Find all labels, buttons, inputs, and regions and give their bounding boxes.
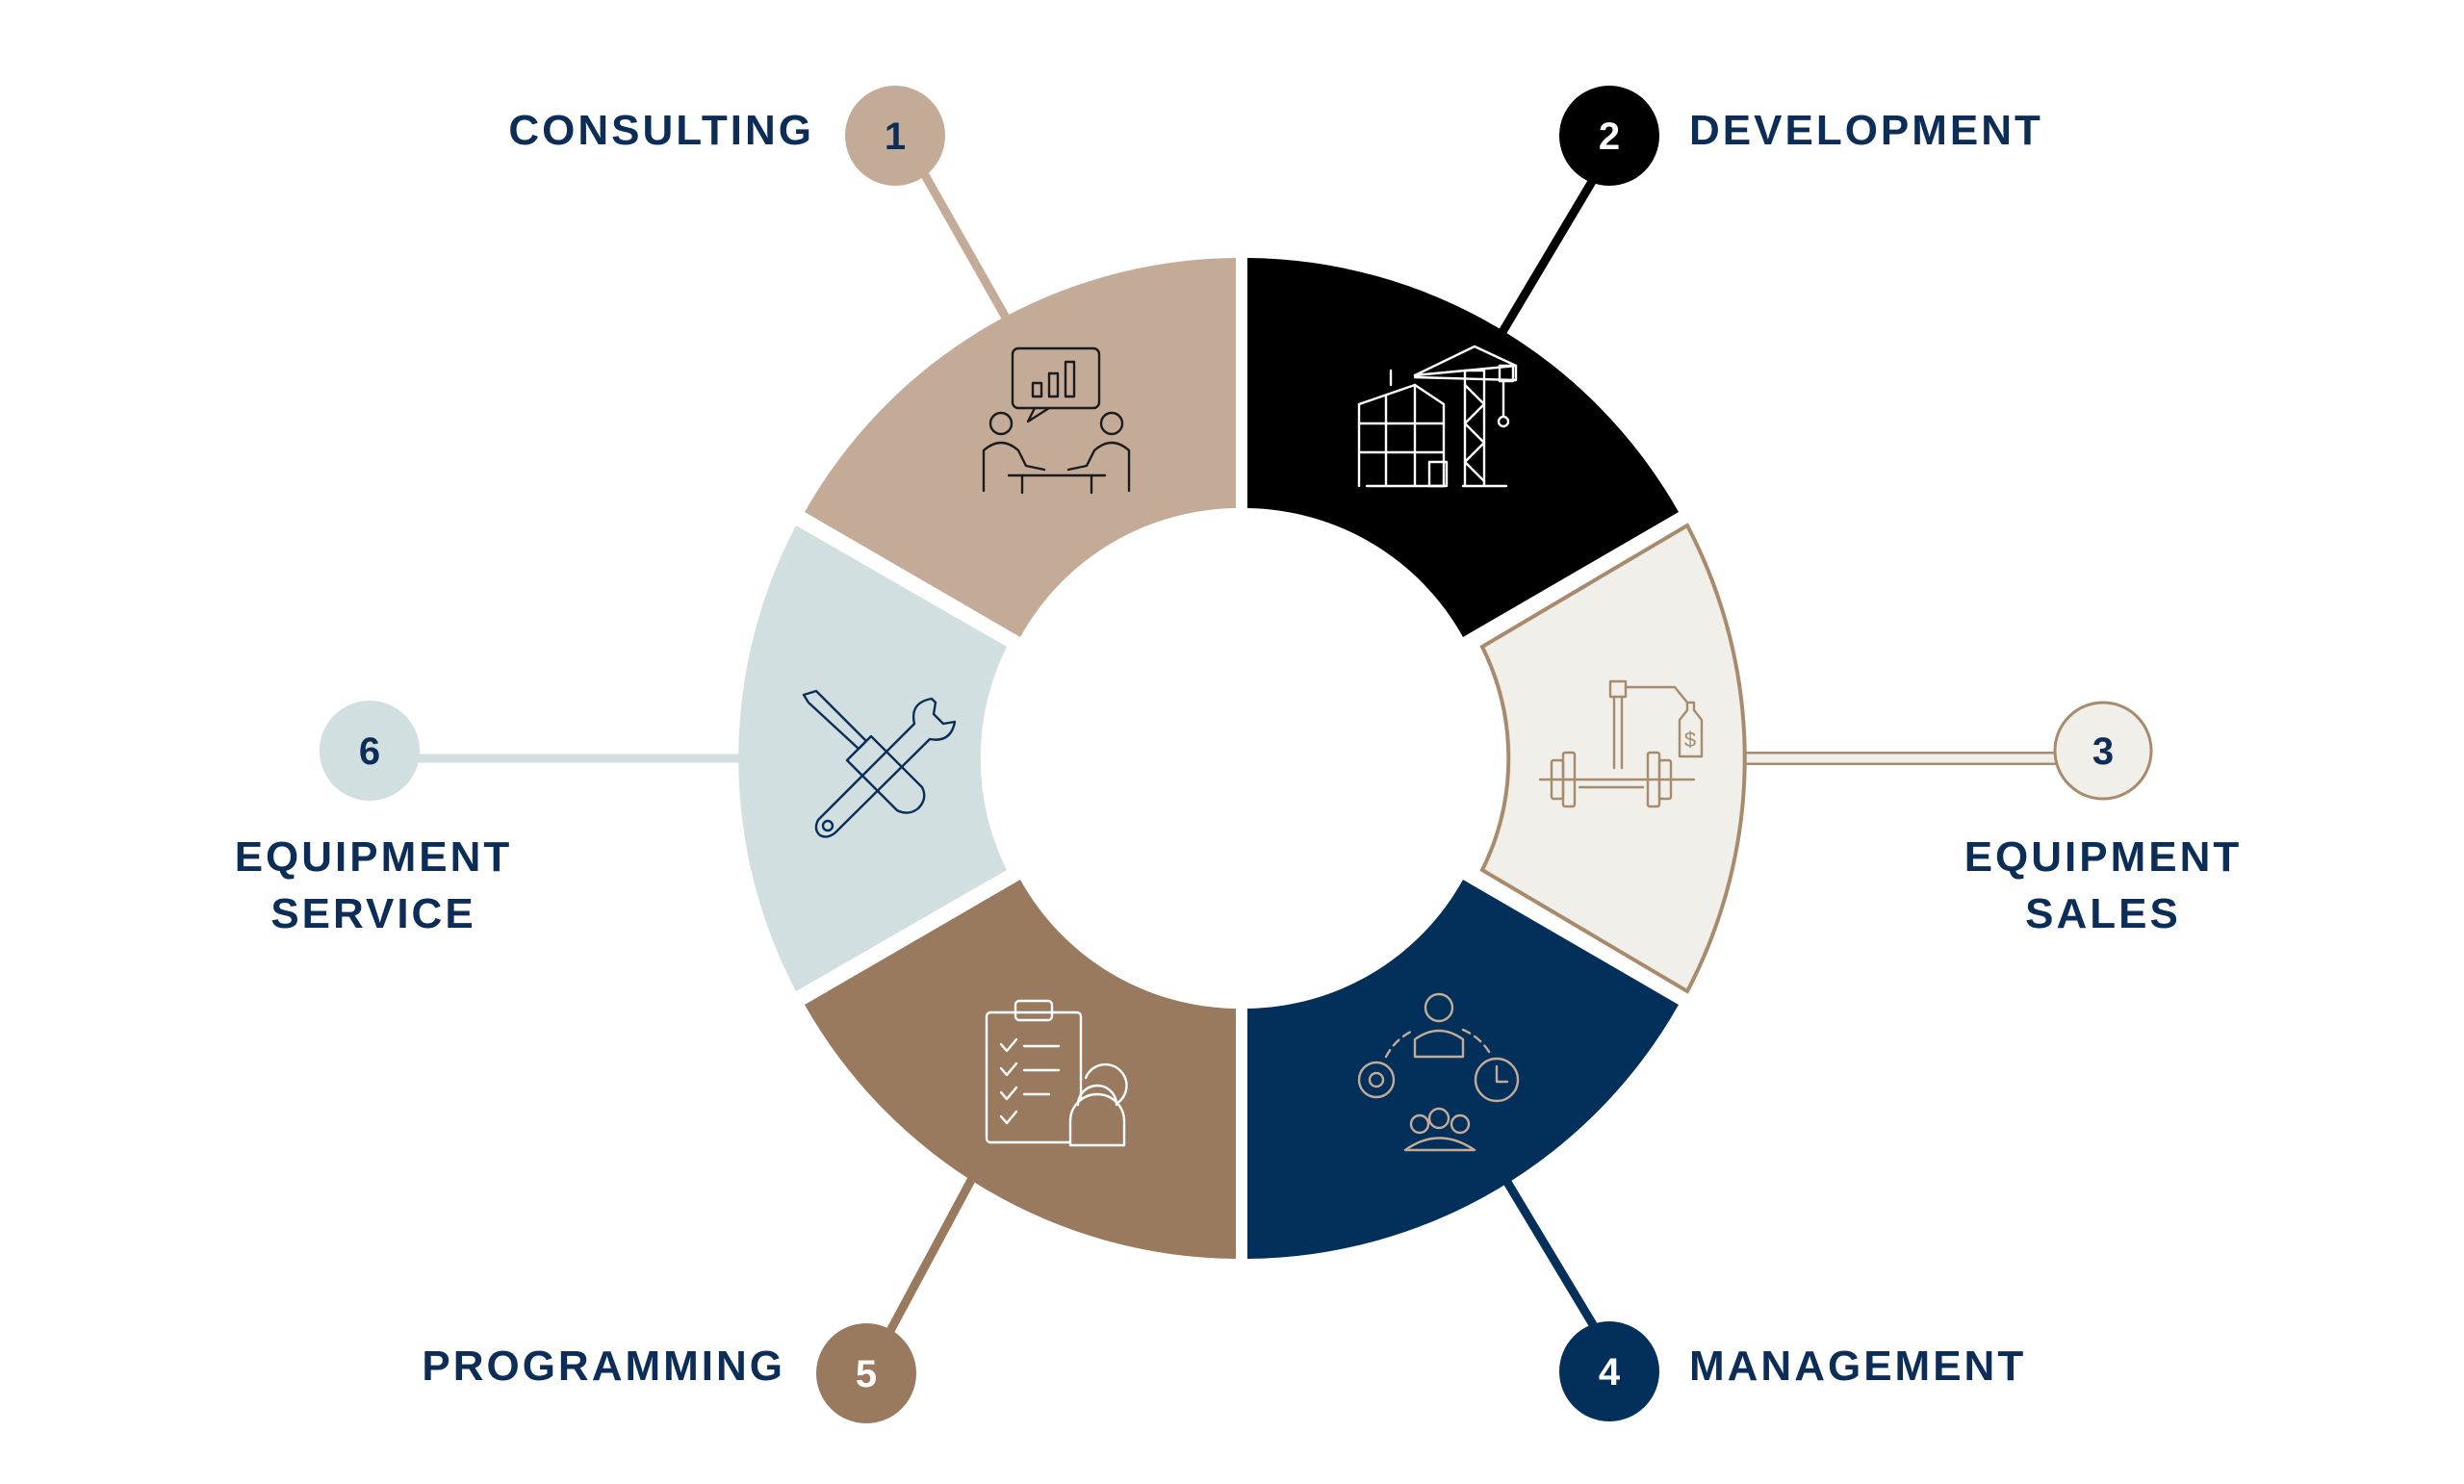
construction-crane-icon (1357, 345, 1518, 488)
segment-equipment-service (738, 525, 1007, 991)
clipboard-kettlebell-icon (985, 999, 1128, 1147)
step-badge-4: 4 (1559, 1321, 1659, 1421)
label-consulting: CONSULTING (508, 107, 814, 154)
step-badge-2: 2 (1559, 86, 1659, 186)
step-badge-1: 1 (845, 86, 945, 186)
step-badge-5: 5 (816, 1323, 916, 1423)
step-number-4: 4 (1599, 1351, 1621, 1394)
segment-programming (805, 880, 1236, 1259)
label-management: MANAGEMENT (1689, 1343, 2026, 1390)
step-number-1: 1 (885, 115, 906, 158)
segment-consulting (805, 258, 1236, 637)
consulting-meeting-icon (982, 346, 1131, 495)
equipment-price-tag-icon: $ (1538, 679, 1704, 808)
step-number-2: 2 (1599, 115, 1620, 158)
team-management-icon (1357, 992, 1520, 1152)
step-number-3: 3 (2092, 730, 2114, 773)
label-programming: PROGRAMMING (422, 1343, 785, 1390)
label-equipment-service-line-1: EQUIPMENT (235, 833, 513, 881)
label-development: DEVELOPMENT (1689, 107, 2043, 154)
label-equipment-sales-line-1: EQUIPMENT (1964, 833, 2243, 881)
svg-text:$: $ (1684, 728, 1696, 752)
step-badge-3: 3 (2053, 701, 2153, 801)
step-number-6: 6 (359, 730, 380, 773)
step-badge-6: 6 (320, 701, 420, 801)
step-number-5: 5 (856, 1353, 877, 1395)
segment-management (1247, 880, 1679, 1259)
wrench-screwdriver-icon (802, 689, 957, 838)
segment-development (1247, 258, 1679, 637)
label-equipment-service-line-2: SERVICE (270, 890, 475, 937)
ring (738, 258, 1747, 1259)
label-equipment-sales-line-2: SALES (2025, 890, 2181, 937)
